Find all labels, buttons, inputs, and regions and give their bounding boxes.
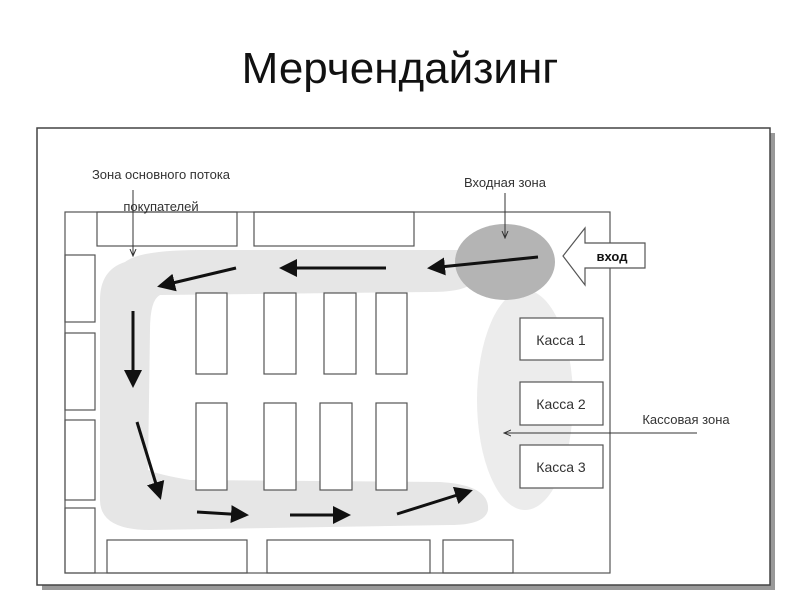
register-label: Касса 3	[536, 459, 586, 475]
checkout-zone-label: Кассовая зона	[642, 412, 730, 427]
shelves	[64, 211, 514, 574]
entry-zone-label: Входная зона	[464, 175, 547, 190]
register-1: Касса 1	[519, 317, 604, 361]
register-label: Касса 2	[536, 396, 586, 412]
main-flow-zone	[100, 250, 489, 530]
entrance-arrow-icon: вход	[562, 226, 646, 287]
register-3: Касса 3	[519, 444, 604, 489]
main-flow-label-line2: покупателей	[123, 199, 198, 214]
entry-zone-area	[455, 224, 555, 300]
register-2: Касса 2	[519, 381, 604, 426]
slide-title: Мерчендайзинг	[241, 44, 559, 93]
main-flow-label-line1: Зона основного потока	[92, 167, 231, 182]
entrance-label: вход	[597, 249, 629, 264]
register-label: Касса 1	[536, 332, 586, 348]
flow-arrows	[124, 255, 539, 524]
